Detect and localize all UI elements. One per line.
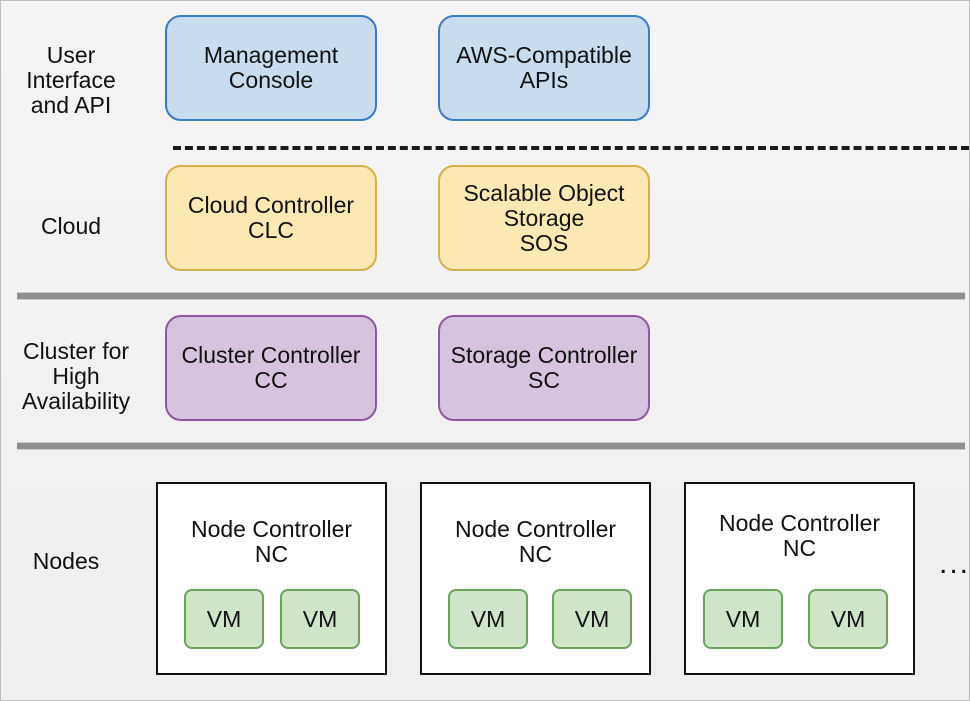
box-line: Console: [228, 67, 314, 93]
box-line: AWS-Compatible: [456, 42, 632, 68]
label-line: High: [52, 363, 100, 389]
box-line: Storage Controller: [450, 342, 638, 368]
label-line: Nodes: [32, 548, 100, 574]
vm-label: VM: [470, 605, 506, 632]
vm-box: VM: [808, 589, 888, 649]
node-controller-box: Node Controller NC VM VM: [420, 482, 651, 675]
cluster-controller-box: Cluster Controller CC: [165, 315, 377, 421]
node-title-line: Node Controller: [190, 516, 353, 542]
layer-label-ui: User Interface and API: [0, 43, 146, 118]
box-line: CC: [254, 367, 288, 393]
cluster-nodes-divider: [17, 442, 965, 450]
aws-apis-box: AWS-Compatible APIs: [438, 15, 650, 121]
node-title-line: NC: [518, 541, 553, 567]
box-line: Scalable Object: [463, 179, 625, 206]
label-line: Cluster for: [22, 338, 130, 364]
more-nodes-ellipsis: ...: [939, 547, 970, 580]
node-controller-box: Node Controller NC VM VM: [684, 482, 915, 675]
vm-label: VM: [574, 605, 610, 632]
cloud-cluster-divider: [17, 292, 965, 300]
vm-box: VM: [552, 589, 632, 649]
node-title-line: Node Controller: [454, 516, 617, 542]
storage-controller-box: Storage Controller SC: [438, 315, 650, 421]
box-line: SC: [528, 367, 560, 393]
ui-cloud-divider: [173, 146, 969, 150]
label-line: User: [46, 42, 96, 68]
node-title-line: NC: [254, 541, 289, 567]
box-line: CLC: [247, 217, 294, 243]
label-line: and API: [30, 92, 112, 118]
vm-label: VM: [725, 605, 761, 632]
layer-label-cloud: Cloud: [0, 214, 146, 239]
sos-box: Scalable Object Storage SOS: [438, 165, 650, 271]
box-line: Cluster Controller: [181, 342, 361, 368]
vm-label: VM: [206, 605, 242, 632]
box-line: Management: [203, 42, 339, 68]
label-line: Availability: [21, 388, 131, 414]
layer-label-cluster: Cluster for High Availability: [1, 339, 151, 414]
node-controller-box: Node Controller NC VM VM: [156, 482, 387, 675]
box-line: Cloud Controller: [187, 192, 355, 218]
label-line: Interface: [26, 67, 116, 93]
node-controller-title: Node Controller NC: [422, 517, 649, 567]
box-line: APIs: [519, 67, 569, 93]
node-controller-title: Node Controller NC: [686, 511, 913, 561]
layer-label-nodes: Nodes: [0, 549, 141, 574]
label-line: Cloud: [40, 213, 102, 239]
box-line: Storage: [503, 204, 585, 231]
vm-box: VM: [280, 589, 360, 649]
node-controller-title: Node Controller NC: [158, 517, 385, 567]
cloud-controller-box: Cloud Controller CLC: [165, 165, 377, 271]
vm-box: VM: [703, 589, 783, 649]
management-console-box: Management Console: [165, 15, 377, 121]
node-title-line: Node Controller: [718, 510, 881, 536]
vm-box: VM: [184, 589, 264, 649]
vm-box: VM: [448, 589, 528, 649]
box-line: SOS: [519, 229, 569, 256]
node-title-line: NC: [782, 535, 817, 561]
vm-label: VM: [302, 605, 338, 632]
vm-label: VM: [830, 605, 866, 632]
